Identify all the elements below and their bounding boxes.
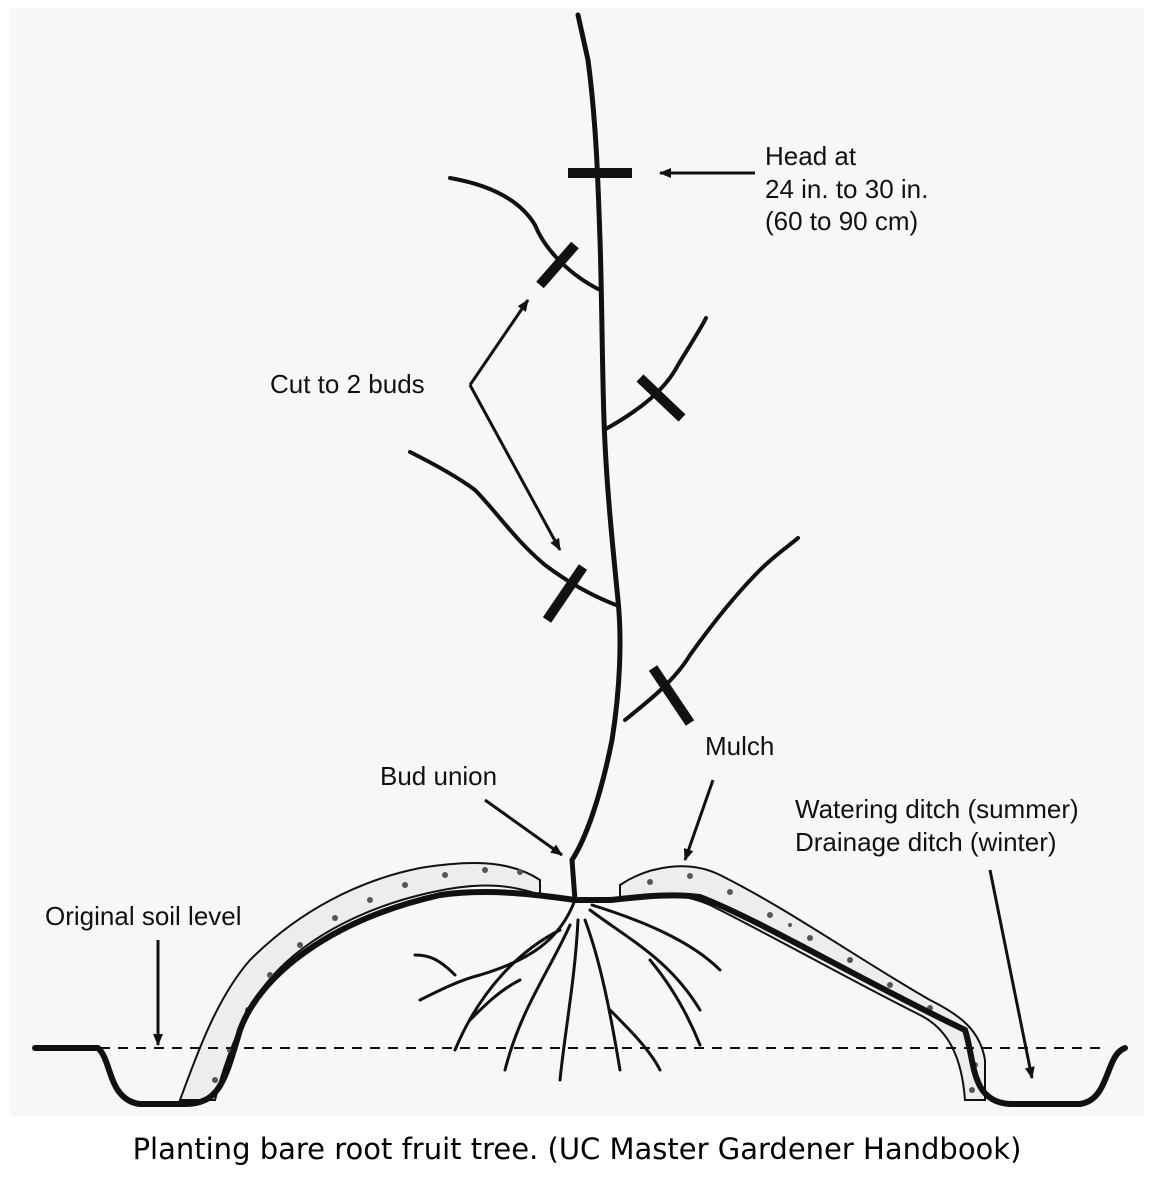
tree — [408, 12, 800, 903]
cut-mark-lower-left — [542, 564, 588, 623]
cut-arrow-lower — [468, 384, 562, 551]
bud-union-arrow — [484, 798, 563, 857]
head-label-line3: (60 to 90 cm) — [765, 206, 919, 236]
trunk — [569, 12, 623, 903]
cut-marks — [536, 168, 695, 726]
roots — [413, 898, 722, 1082]
branch-lower-left — [408, 450, 618, 607]
cut-mark-lower-right — [648, 665, 695, 726]
head-label-line2: 24 in. to 30 in. — [765, 173, 929, 204]
branch-upper-left — [448, 176, 602, 292]
ditch-arrow — [988, 869, 1035, 1079]
cut-label: Cut to 2 buds — [270, 369, 425, 399]
cut-arrow-upper — [468, 299, 530, 386]
arrows — [153, 168, 1035, 1079]
ditch-label-line1: Watering ditch (summer) — [795, 794, 1079, 824]
ditch-label-line2: Drainage ditch (winter) — [795, 826, 1057, 857]
soil-level-label: Original soil level — [45, 901, 242, 931]
branch-lower-right — [623, 536, 800, 722]
mulch-arrow — [683, 779, 715, 861]
ditch-label: Watering ditch (summer) Drainage ditch (… — [795, 793, 1079, 858]
branch-upper-right — [602, 316, 708, 432]
cut-mark-upper-left — [536, 241, 579, 289]
mulch-layer — [178, 862, 986, 1101]
cut-mark-upper-right — [636, 374, 686, 422]
figure-caption: Planting bare root fruit tree. (UC Maste… — [132, 1132, 1022, 1166]
head-label-line1: Head at — [765, 141, 857, 171]
bud-union-label: Bud union — [380, 761, 498, 791]
mulch-label: Mulch — [705, 731, 775, 761]
head-label: Head at 24 in. to 30 in. (60 to 90 cm) — [765, 140, 928, 238]
